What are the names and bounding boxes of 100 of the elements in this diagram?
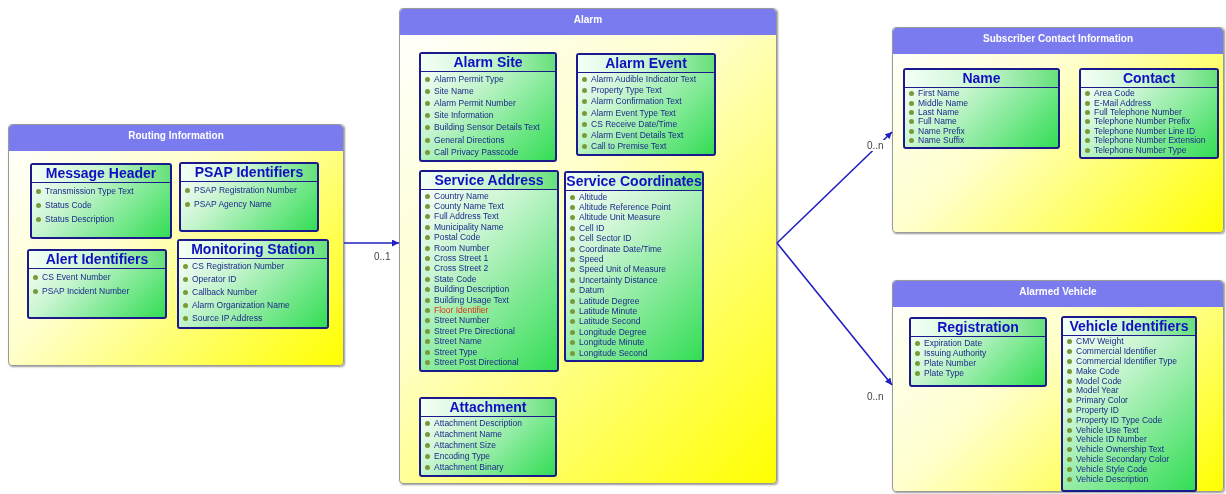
class-title: Alarm Site — [421, 54, 555, 72]
attribute-text: Site Name — [434, 86, 474, 96]
panel-header: Alarm — [400, 9, 776, 35]
class-title: Vehicle Identifiers — [1063, 318, 1195, 336]
attribute-text: Call to Premise Text — [591, 142, 667, 152]
attribute-text: CS Event Number — [42, 272, 111, 282]
attribute-text: E-Mail Address — [1094, 98, 1152, 108]
attribute-text: Vehicle Description — [1076, 474, 1149, 484]
attribute-text: Street Name — [434, 337, 482, 347]
arrow — [776, 131, 893, 244]
class-title: Attachment — [421, 399, 555, 417]
edge-label: 0..1 — [373, 251, 392, 262]
attribute-text: Issuing Authority — [924, 348, 987, 358]
attribute-text: Cross Street 1 — [434, 254, 489, 264]
attribute-text: Attachment Size — [434, 441, 496, 450]
attribute-text: First Name — [918, 89, 960, 99]
attribute-text: Telephone Number Extension — [1094, 136, 1206, 146]
attribute-text: Alarm Confirmation Text — [591, 97, 682, 107]
attribute-text: State Code — [434, 274, 477, 284]
attribute-text: Alarm Event Details Text — [591, 131, 684, 141]
class-title: Message Header — [32, 165, 170, 183]
attribute-text: PSAP Registration Number — [194, 185, 297, 195]
attribute-text: Site Information — [434, 111, 494, 121]
attribute-text: Transmission Type Text — [45, 186, 134, 196]
class-box — [1079, 68, 1219, 159]
attribute-text: Commercial Identifier — [1076, 347, 1157, 357]
class-box — [1061, 316, 1197, 492]
attribute-text: Model Year — [1076, 386, 1119, 396]
class-title: Alarm Event — [578, 55, 714, 73]
attribute-text: Street Type — [434, 347, 478, 357]
attribute-text: Property Type Text — [591, 86, 662, 96]
panel-header: Routing Information — [9, 125, 343, 151]
attribute-text: Attachment Name — [434, 430, 503, 439]
class-box — [576, 53, 716, 157]
attribute-text: Commercial Identifier Type — [1076, 357, 1177, 366]
attribute-text: CS Receive Date/Time — [591, 119, 678, 129]
class-box — [564, 171, 704, 363]
attribute-text: Longitude Minute — [579, 338, 645, 348]
class-title: PSAP Identifiers — [181, 164, 317, 182]
attribute-text: Last Name — [918, 107, 960, 117]
attribute-text: Altitude Reference Point — [579, 203, 671, 213]
attribute-text: CS Registration Number — [192, 262, 285, 271]
class-box — [177, 239, 329, 329]
attribute-text: Municipality Name — [434, 222, 504, 232]
class-box — [30, 163, 172, 239]
attribute-text: Building Sensor Details Text — [434, 123, 540, 133]
attribute-text: Cell ID — [579, 223, 605, 233]
attribute-text: Latitude Minute — [579, 307, 638, 316]
class-box — [419, 397, 557, 477]
attribute-text: Full Address Text — [434, 212, 499, 222]
attribute-text: Latitude Degree — [579, 296, 640, 306]
attribute-text: Callback Number — [192, 288, 258, 297]
attribute-text: Name Prefix — [918, 126, 965, 136]
attribute-text: Source IP Address — [192, 314, 263, 323]
package-panel — [892, 27, 1224, 233]
attribute-text: Cell Sector ID — [579, 234, 632, 244]
attribute-text: CMV Weight — [1076, 337, 1124, 347]
class-box — [909, 317, 1047, 387]
attribute-text: Telephone Number Line ID — [1094, 126, 1196, 136]
package-panel — [892, 280, 1224, 492]
attribute-text: Full Name — [918, 117, 957, 127]
attribute-text: General Directions — [434, 135, 505, 145]
attribute-text: Altitude Unit Measure — [579, 213, 661, 223]
attribute-text: Cross Street 2 — [434, 264, 489, 274]
attribute-text: Datum — [579, 286, 605, 296]
attribute-text: Vehicle Use Text — [1076, 425, 1139, 435]
attribute-text: Street Pre Directional — [434, 326, 515, 336]
attribute-text: County Name Text — [434, 202, 504, 212]
attribute-text: Building Usage Text — [434, 295, 509, 305]
attribute-text: Country Name — [434, 191, 489, 201]
attribute-text: Room Number — [434, 243, 490, 253]
attribute-text: Vehicle Style Code — [1076, 464, 1148, 474]
attribute-text: Call Privacy Passcode — [434, 147, 519, 157]
class-title: Alert Identifiers — [29, 251, 165, 269]
attribute-text: Altitude — [579, 192, 608, 202]
attribute-text: Alarm Permit Number — [434, 98, 516, 108]
attribute-text: Vehicle Ownership Text — [1076, 445, 1165, 455]
attribute-text: Alarm Organization Name — [192, 301, 290, 310]
attribute-text: PSAP Agency Name — [194, 199, 272, 209]
edge-label: 0..n — [866, 391, 885, 402]
attribute-text: Operator ID — [192, 275, 237, 284]
arrow — [776, 242, 893, 386]
attribute-text: Postal Code — [434, 233, 481, 243]
class-box — [903, 68, 1060, 150]
class-title: Name — [905, 70, 1058, 88]
class-box — [419, 52, 557, 163]
attribute-text: Attachment Binary — [434, 463, 504, 472]
class-title: Service Coordinates — [566, 173, 702, 191]
attribute-text: Vehicle Secondary Color — [1076, 454, 1170, 464]
attribute-text: Property ID Type Code — [1076, 415, 1163, 425]
package-panel — [8, 124, 344, 366]
panel-header: Alarmed Vehicle — [893, 281, 1223, 307]
class-title: Monitoring Station — [179, 241, 327, 259]
attribute-text: Area Code — [1094, 89, 1135, 99]
attribute-text: Plate Type — [924, 368, 964, 378]
arrow — [343, 239, 400, 247]
attribute-text: Name Suffix — [918, 136, 965, 146]
attribute-text: Telephone Number Prefix — [1094, 117, 1190, 127]
class-box — [419, 170, 559, 372]
attribute-text: Speed Unit of Measure — [579, 265, 666, 275]
